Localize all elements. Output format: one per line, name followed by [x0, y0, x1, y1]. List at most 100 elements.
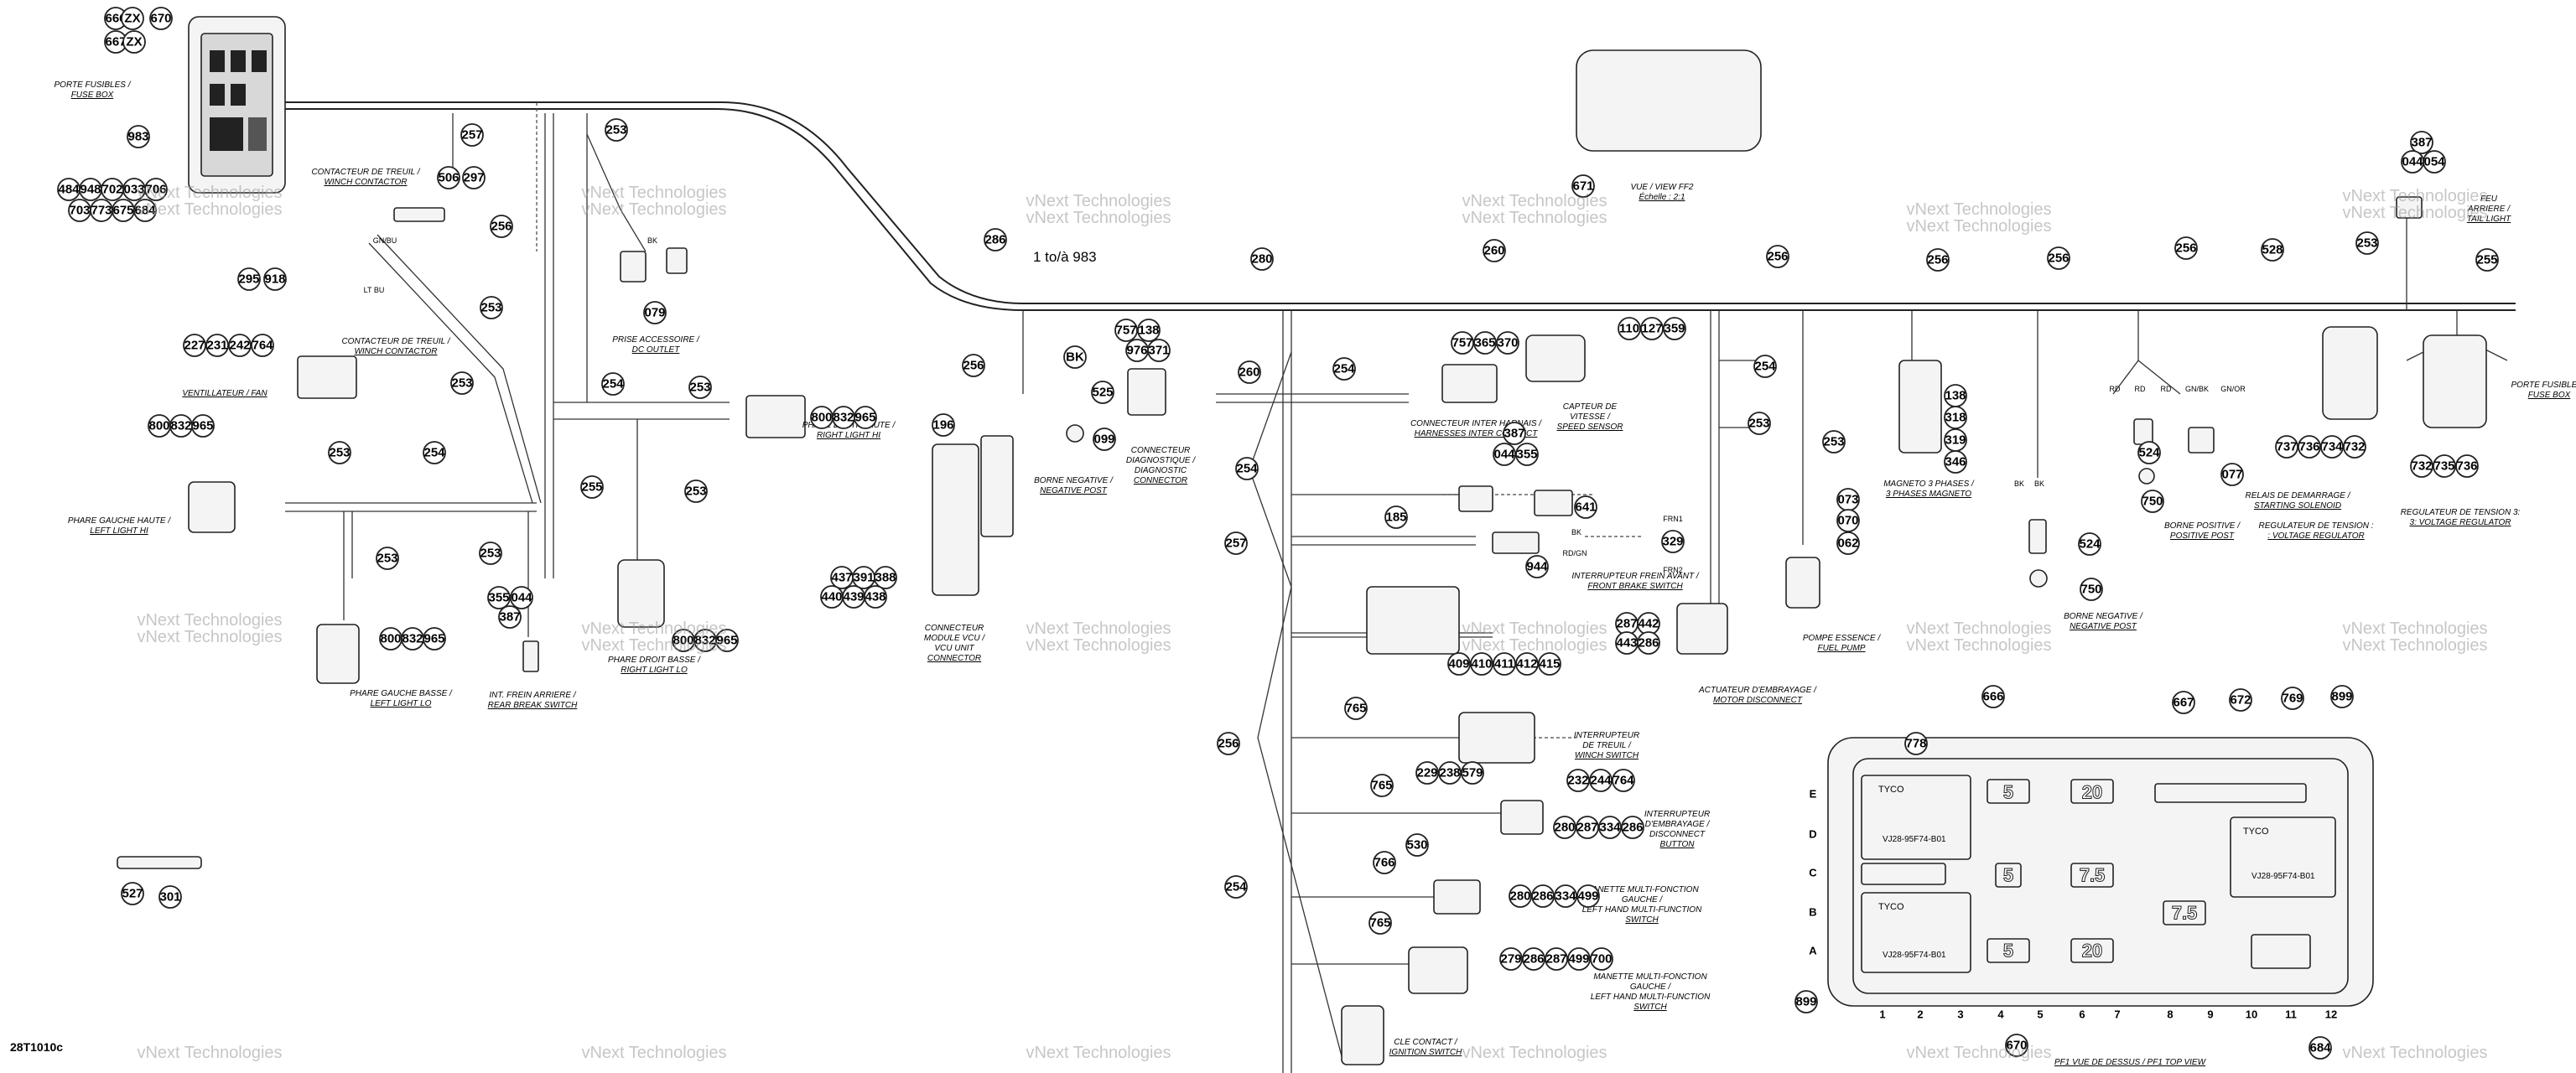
wire-color-rd-1: RD [2110, 385, 2121, 393]
part-number: 672 [2230, 693, 2251, 708]
pf1-relay-code-2: VJ28-95F74-B01 [1883, 951, 1946, 960]
wire-color-gn-or: GN/OR [2220, 385, 2246, 393]
label-line: CONNECTOR [927, 654, 981, 663]
part-callout: 286 [1531, 884, 1555, 908]
part-number: 286 [1622, 821, 1643, 835]
part-callout: 062 [1836, 531, 1860, 555]
label-magneto: MAGNETO 3 PHASES /3 PHASES MAGNETO [1883, 479, 1975, 499]
label-right-light-lo: PHARE DROIT BASSE /RIGHT LIGHT LO [608, 656, 701, 675]
part-callout: 671 [1571, 174, 1595, 198]
label-voltage-regulator-2: REGULATEUR DE TENSION 3:3: VOLTAGE REGUL… [2401, 508, 2521, 527]
label-line: HARNESSES INTER CONNECT [1415, 429, 1539, 438]
part-number: 737 [2276, 440, 2297, 454]
part-number: 391 [853, 571, 874, 585]
part-callout: 499 [1567, 947, 1591, 971]
part-number: 899 [2331, 690, 2352, 704]
label-line: BORNE POSITIVE / [2164, 521, 2241, 531]
part-number: 765 [1345, 702, 1366, 716]
label-line: INT. FREIN ARRIERE / [489, 691, 576, 700]
part-number: 800 [673, 634, 693, 648]
part-callout: 703 [68, 199, 91, 222]
part-number: 506 [438, 171, 459, 185]
part-callout: 256 [490, 215, 513, 238]
part-number: 079 [644, 306, 665, 320]
part-callout: 256 [1217, 732, 1240, 755]
part-number: 965 [423, 632, 444, 646]
part-callout: 832 [401, 627, 424, 651]
part-number: 301 [159, 890, 180, 905]
part-callout: 766 [1373, 851, 1396, 874]
label-left-light-lo: PHARE GAUCHE BASSE /LEFT LIGHT LO [350, 689, 453, 708]
part-number: 765 [1369, 916, 1390, 930]
part-number: 666 [105, 12, 126, 26]
part-number: 409 [1448, 657, 1469, 671]
wire-color-gn-bu: GN/BU [373, 236, 397, 245]
label-line: BUTTON [1660, 840, 1696, 849]
part-callout: 439 [842, 585, 865, 609]
watermark: vNext Technologies [1026, 1044, 1171, 1062]
part-callout: 287 [1545, 947, 1568, 971]
part-number: 054 [2423, 155, 2445, 169]
part-callout: 254 [423, 441, 446, 464]
part-number: 255 [2476, 253, 2497, 267]
part-number: 703 [69, 204, 90, 218]
label-positive-post: BORNE POSITIVE /POSITIVE POST [2164, 521, 2241, 541]
part-number: 256 [1927, 253, 1948, 267]
part-number: 499 [1577, 889, 1598, 904]
part-callout: 832 [832, 406, 855, 429]
part-callout: 387 [498, 605, 522, 629]
label-line: PORTE FUSIBLES / [2511, 381, 2576, 390]
part-callout: 254 [1224, 875, 1248, 899]
part-number: 231 [206, 339, 227, 353]
part-callout: 253 [328, 441, 351, 464]
part-number: 256 [1767, 250, 1788, 264]
part-callout: 334 [1598, 816, 1622, 839]
part-callout: 757 [1114, 319, 1138, 342]
label-line: INTERRUPTEUR [1574, 731, 1639, 740]
part-number: 346 [1945, 455, 1966, 469]
part-number: 387 [1504, 427, 1524, 441]
wire-color-bk-1: BK [647, 236, 657, 245]
part-number: 732 [2411, 459, 2432, 474]
label-line: BORNE NEGATIVE / [2064, 612, 2143, 621]
pf1-tyco-2: TYCO [1878, 902, 1904, 912]
fuse-5-c: 5 [2003, 941, 2013, 962]
part-number: 295 [238, 272, 259, 287]
part-number: 765 [1371, 779, 1392, 793]
part-number: 734 [2321, 440, 2343, 454]
label-line: INTERRUPTEUR [1644, 810, 1710, 819]
part-callout: 438 [864, 585, 887, 609]
part-number: ZX [126, 35, 142, 49]
part-number: 370 [1497, 336, 1518, 350]
watermark: vNext Technologies [1906, 619, 2051, 638]
part-number: 778 [1905, 737, 1926, 751]
part-callout: 736 [2455, 454, 2479, 478]
label-line: CAPTEUR DE [1563, 402, 1618, 412]
part-number: 732 [2344, 440, 2365, 454]
label-line: FRONT BRAKE SWITCH [1587, 582, 1683, 591]
watermark: vNext Technologies [1906, 200, 2051, 219]
part-number: 800 [811, 411, 832, 425]
part-number: 667 [2173, 696, 2194, 710]
part-number: 700 [1591, 952, 1612, 967]
part-number: 138 [1138, 324, 1159, 338]
part-number: 260 [1483, 244, 1504, 258]
label-line: WINCH CONTACTOR [324, 178, 407, 187]
part-number: 242 [229, 339, 250, 353]
part-number: 244 [1590, 774, 1612, 788]
label-line: SPEED SENSOR [1557, 422, 1623, 432]
part-number: 667 [105, 35, 126, 49]
part-number: 287 [1545, 952, 1566, 967]
part-callout: 138 [1944, 384, 1967, 407]
label-line: DIAGNOSTIC [1135, 466, 1187, 475]
label-line: REAR BREAK SWITCH [488, 701, 578, 710]
part-number: 253 [480, 547, 501, 561]
part-callout: 253 [1822, 430, 1846, 454]
fuse-7-5-b: 7.5 [2172, 903, 2198, 924]
part-callout: 229 [1415, 761, 1439, 785]
part-number: 253 [605, 123, 626, 137]
part-number: 229 [1416, 766, 1437, 780]
part-callout: 702 [101, 178, 124, 201]
